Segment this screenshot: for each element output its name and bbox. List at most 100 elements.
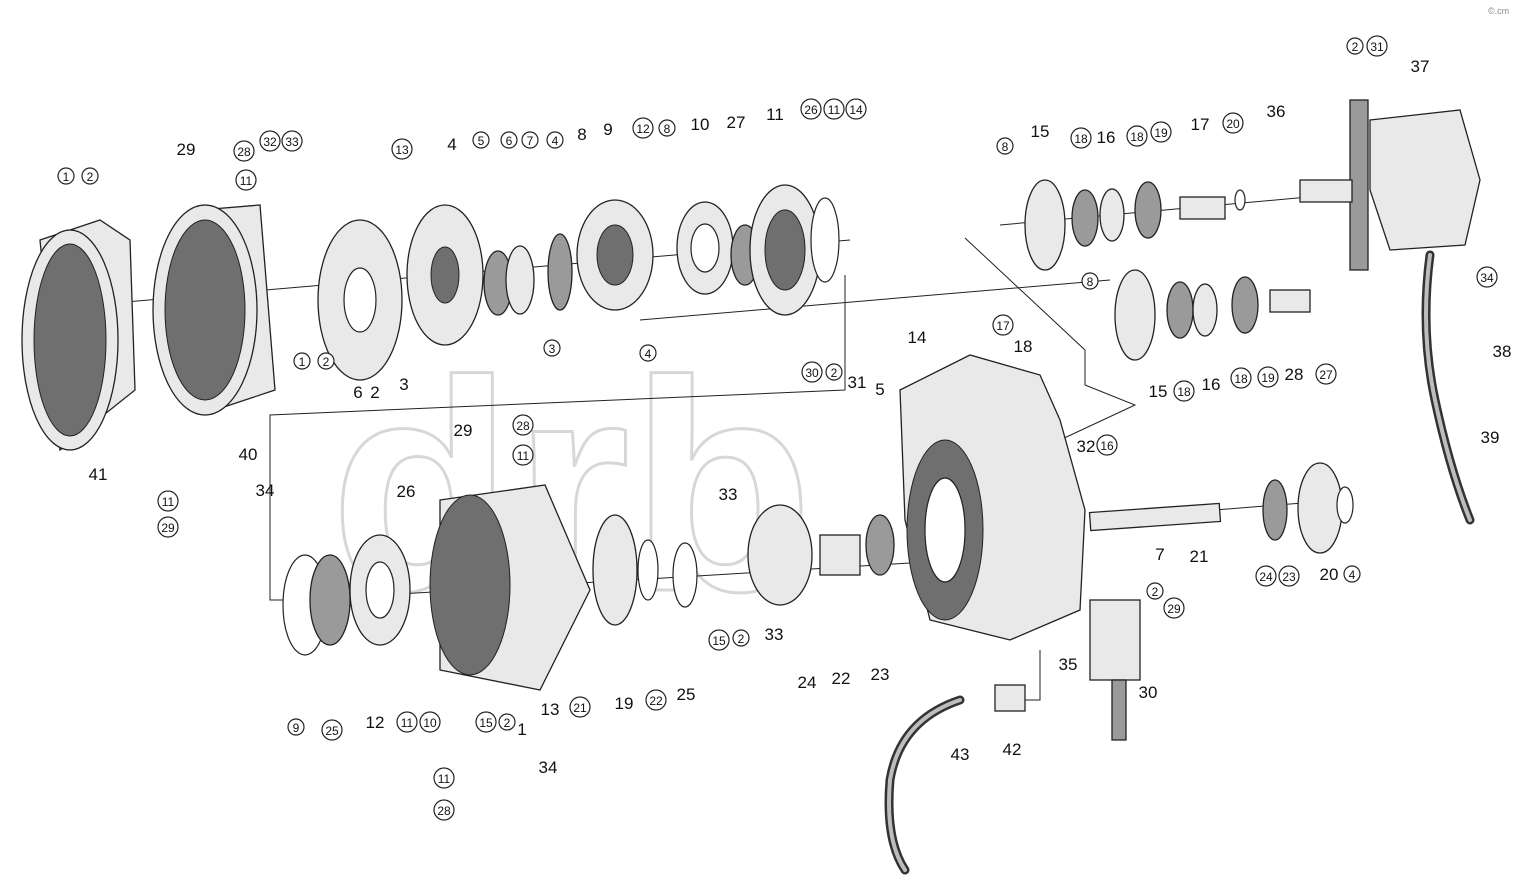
callout-number: 11 [828,103,841,117]
watermark-corner-text: ©.cm [1488,6,1509,16]
callout-circle [281,130,303,152]
callout-circle [1173,380,1195,402]
callout-circle [1126,125,1148,147]
gearbox-housing-14 [899,354,1086,641]
part-callout-34c: 34 [539,758,558,777]
callout-number: 6 [353,383,362,402]
callout-circle [1081,272,1099,290]
callout-circle [569,696,591,718]
callout-number: 2 [738,632,745,646]
part-callout-43a: 43 [951,745,970,764]
part-callout-23a: 23 [1278,565,1300,587]
callout-number: 30 [1139,683,1158,702]
callout-number: 11 [517,449,530,463]
part-callout-28a: 28 [233,140,255,162]
callout-number: 40 [239,445,258,464]
part-callout-22a: 22 [832,669,851,688]
callout-number: 17 [996,319,1010,333]
part-callout-4a: 4 [447,135,456,154]
drum-housing-40 [152,204,276,416]
callout-number: 35 [1059,655,1078,674]
part-callout-9a: 9 [603,120,612,139]
callout-number: 10 [423,716,437,730]
callout-circle [433,767,455,789]
part-callout-25a: 25 [321,719,343,741]
callout-number: 19 [1261,371,1275,385]
part-callout-14a: 14 [845,98,867,120]
part-callout-8b: 8 [658,119,676,137]
callout-number: 33 [285,135,299,149]
part-callout-35a: 35 [1059,655,1078,674]
callout-number: 21 [573,701,587,715]
callout-circle [658,119,676,137]
part-callout-26a: 26 [800,98,822,120]
callout-circle [472,131,490,149]
callout-number: 18 [1074,132,1088,146]
callout-number: 2 [87,170,94,184]
part-callout-2c: 2 [370,383,379,402]
callout-circle [233,140,255,162]
callout-circle [1096,434,1118,456]
part-callout-4c: 4 [639,344,657,362]
callout-number: 18 [1130,130,1144,144]
part-callout-21a: 21 [1190,547,1209,566]
callout-circle [512,444,534,466]
callout-number: 37 [1411,57,1430,76]
part-callout-16c: 16 [1096,434,1118,456]
part-callout-19a: 19 [1150,121,1172,143]
part-callout-28c: 28 [512,414,534,436]
part-callout-33b: 33 [719,485,738,504]
callout-circle [1146,582,1164,600]
part-callout-5a: 5 [472,131,490,149]
callout-circle [1366,35,1388,57]
part-callout-25b: 25 [677,685,696,704]
part-callout-1a: 1 [57,167,75,185]
cone-housing-41 [21,219,136,452]
motor-37 [1299,99,1481,271]
part-callout-15d: 15 [475,711,497,733]
part-callout-20b: 20 [1320,565,1339,584]
part-callout-34b: 34 [256,481,275,500]
callout-number: 7 [527,134,534,148]
part-callout-2f: 2 [1146,582,1164,600]
callout-circle [293,352,311,370]
callout-circle [645,689,667,711]
callout-number: 20 [1320,565,1339,584]
callout-circle [321,719,343,741]
part-callout-21b: 21 [569,696,591,718]
cover-plate-group [317,204,484,381]
callout-number: 11 [438,772,451,786]
callout-number: 5 [478,134,485,148]
callout-number: 15 [1031,122,1050,141]
callout-number: 26 [804,103,818,117]
part-callout-34a: 34 [1476,266,1498,288]
callout-circle [1315,363,1337,385]
part-callout-18a: 18 [1070,127,1092,149]
part-callout-16a: 16 [1097,128,1116,147]
callout-circle [992,314,1014,336]
part-callout-15b: 15 [1149,382,1168,401]
part-callout-4b: 4 [546,131,564,149]
callout-number: 12 [366,713,385,732]
part-callout-11a: 11 [235,169,257,191]
callout-number: 4 [447,135,456,154]
callout-number: 41 [89,465,108,484]
part-callout-32a: 32 [259,130,281,152]
callout-number: 34 [1480,271,1494,285]
callout-number: 22 [832,669,851,688]
part-callout-1c: 1 [517,720,526,739]
callout-number: 4 [645,347,652,361]
part-callout-2g: 2 [732,629,750,647]
callout-circle [57,167,75,185]
part-callout-8d: 8 [1081,272,1099,290]
callout-number: 3 [399,375,408,394]
callout-number: 9 [293,721,300,735]
callout-number: 13 [395,143,409,157]
callout-number: 5 [875,380,884,399]
callout-number: 6 [506,134,513,148]
callout-number: 16 [1097,128,1116,147]
valve-30 [1089,599,1141,741]
callout-number: 28 [237,145,251,159]
callout-number: 16 [1100,439,1114,453]
callout-number: 19 [615,694,634,713]
